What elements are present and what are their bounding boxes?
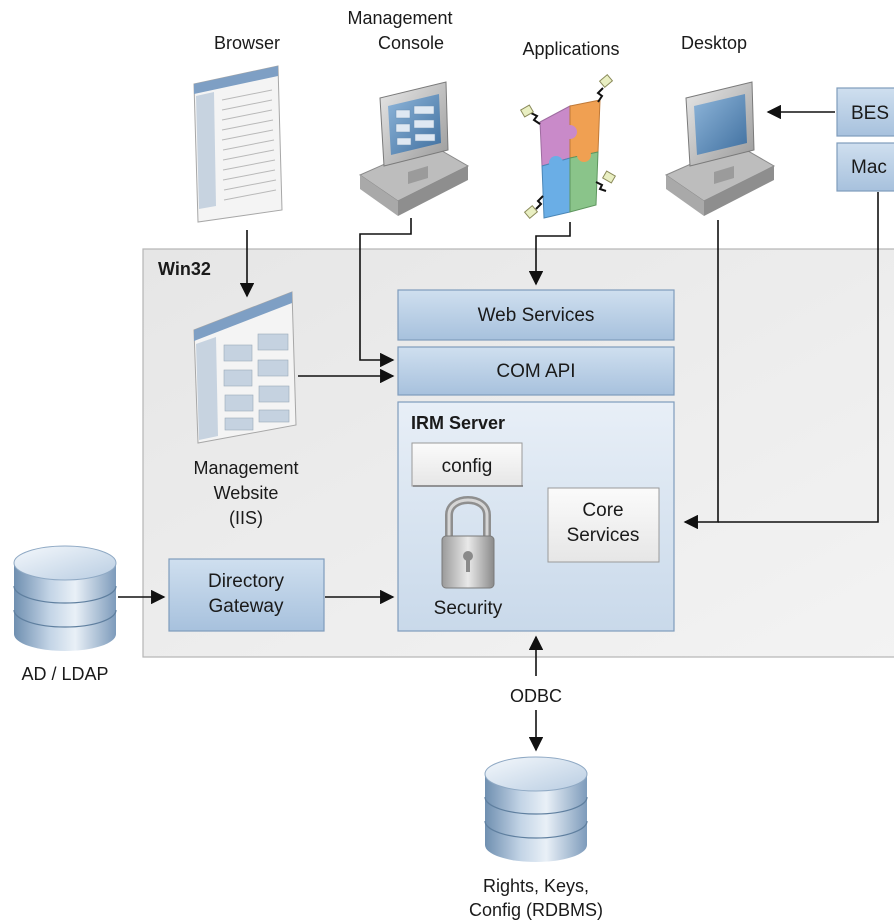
rdbms-label-line2: Config (RDBMS): [469, 900, 603, 920]
config-box: [411, 442, 523, 487]
management-website-window-icon: [193, 291, 297, 444]
bes-box: [836, 87, 894, 137]
bes-label: BES: [851, 103, 889, 124]
desktop-label: Desktop: [681, 33, 747, 53]
com-api-label: COM API: [496, 361, 575, 382]
padlock-icon: [441, 496, 495, 589]
browser-label: Browser: [214, 33, 280, 53]
management-console-label-line2: Console: [378, 33, 444, 53]
irm-server-label: IRM Server: [411, 413, 505, 433]
management-website-label-line2: Website: [214, 483, 279, 503]
rdbms-label-line1: Rights, Keys,: [483, 876, 589, 896]
management-website-label-line3: (IIS): [229, 508, 263, 528]
ad-ldap-label: AD / LDAP: [21, 664, 108, 684]
applications-label: Applications: [522, 39, 619, 59]
database-icon: [13, 545, 117, 651]
database-icon: [484, 756, 588, 862]
management-console-label-line1: Management: [347, 8, 452, 28]
directory-gateway-box: [168, 558, 325, 632]
web-services-label: Web Services: [478, 305, 595, 326]
browser-window-icon: [193, 65, 283, 223]
core-services-label-line2: Services: [567, 525, 640, 546]
config-label: config: [442, 456, 493, 477]
mac-box: [836, 142, 894, 192]
win32-label: Win32: [158, 259, 211, 279]
connectors: [118, 104, 879, 752]
com-api-box: [397, 346, 675, 396]
core-services-label-line1: Core: [582, 500, 623, 521]
monitor-icon: [664, 81, 776, 216]
management-website-label-line1: Management: [193, 458, 298, 478]
puzzle-icon: [519, 74, 617, 219]
security-label: Security: [434, 598, 503, 619]
core-services-box: [547, 487, 660, 563]
odbc-label: ODBC: [510, 686, 562, 706]
monitor-icon: [358, 81, 470, 216]
directory-gateway-label-line2: Gateway: [209, 596, 284, 617]
web-services-box: [397, 289, 675, 341]
mac-label: Mac: [851, 157, 887, 178]
directory-gateway-label-line1: Directory: [208, 571, 285, 592]
